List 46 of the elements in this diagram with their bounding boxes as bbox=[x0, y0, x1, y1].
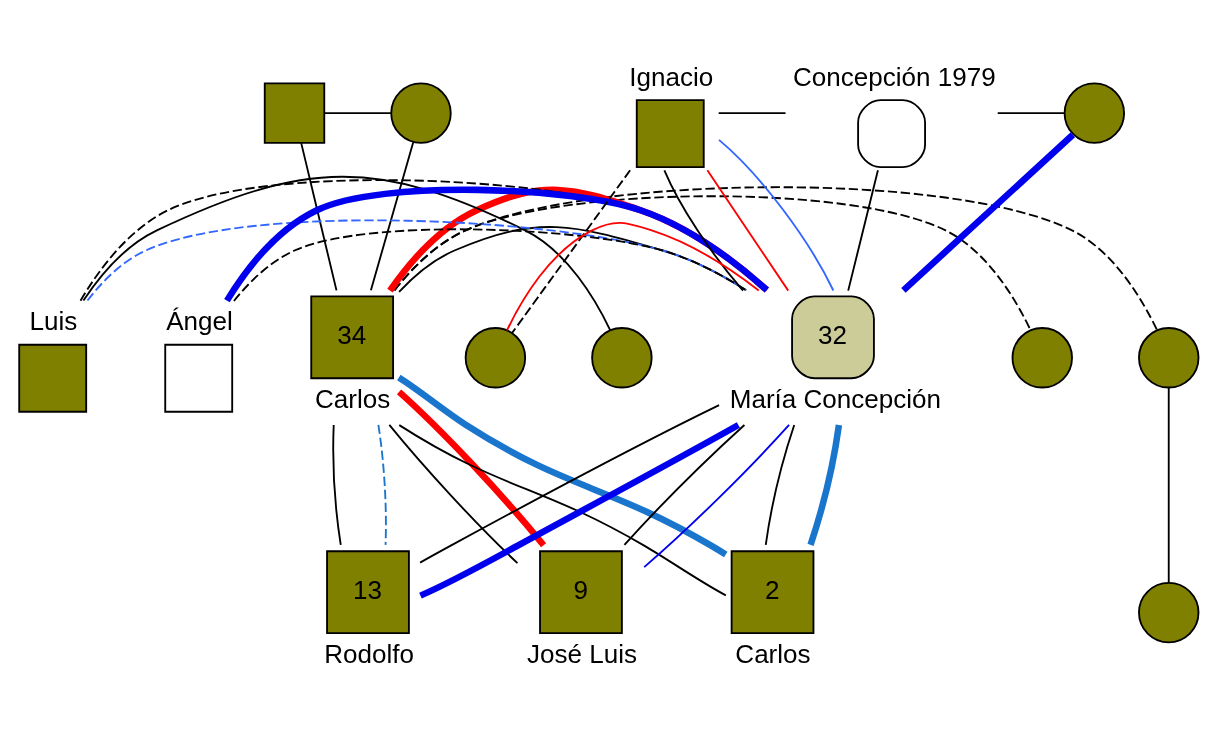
connector bbox=[511, 169, 632, 334]
node-label: Concepción 1979 bbox=[793, 61, 996, 92]
connector bbox=[332, 424, 342, 546]
node-label: Luis bbox=[29, 306, 78, 337]
connector bbox=[323, 112, 392, 115]
connector bbox=[224, 186, 769, 303]
node-circle bbox=[1011, 327, 1073, 389]
connector bbox=[623, 424, 746, 546]
connector bbox=[807, 424, 843, 546]
connector bbox=[397, 374, 728, 558]
node-label: Ángel bbox=[166, 306, 233, 337]
node-circle bbox=[591, 327, 653, 389]
connector bbox=[663, 169, 744, 292]
connector bbox=[86, 219, 748, 302]
connector bbox=[706, 169, 790, 292]
connector bbox=[1167, 387, 1170, 584]
connector bbox=[901, 132, 1076, 293]
connector bbox=[419, 404, 720, 564]
connector bbox=[393, 186, 1159, 332]
connector bbox=[996, 112, 1066, 115]
node-circle bbox=[1138, 581, 1200, 644]
connector bbox=[718, 138, 835, 292]
connector bbox=[79, 179, 768, 302]
node-label: José Luis bbox=[527, 639, 637, 670]
node-box bbox=[263, 82, 326, 144]
connector bbox=[82, 175, 612, 332]
node-circle bbox=[390, 82, 452, 144]
connector bbox=[506, 222, 760, 332]
connector bbox=[764, 424, 796, 546]
connector bbox=[717, 112, 787, 115]
node-circle bbox=[464, 327, 527, 389]
node-label: María Concepción bbox=[729, 384, 942, 415]
node-label: Carlos bbox=[314, 384, 391, 415]
node-label: Ignacio bbox=[629, 61, 714, 92]
node-circle bbox=[1063, 82, 1126, 144]
connector bbox=[643, 424, 790, 568]
node-label: Carlos bbox=[735, 639, 811, 670]
connector bbox=[396, 389, 547, 548]
node-label: Rodolfo bbox=[324, 639, 415, 670]
connector bbox=[377, 424, 387, 546]
connector bbox=[369, 141, 415, 292]
connector bbox=[388, 424, 519, 565]
connector bbox=[233, 228, 748, 302]
connector bbox=[847, 169, 879, 292]
connector bbox=[300, 142, 338, 292]
node-circle bbox=[1138, 327, 1200, 389]
